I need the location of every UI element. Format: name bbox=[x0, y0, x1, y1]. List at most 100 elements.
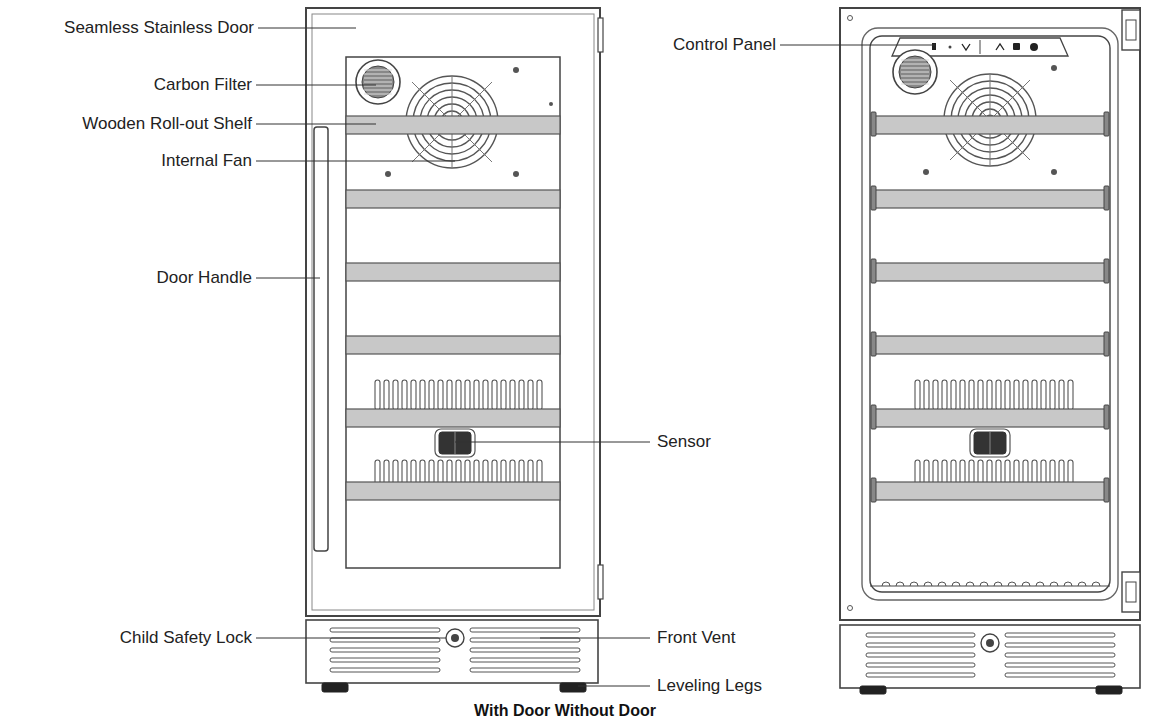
vent-slat bbox=[1005, 663, 1115, 667]
drain-bump bbox=[966, 582, 974, 586]
figure-caption: With Door Without Door bbox=[474, 700, 656, 722]
drain-bump bbox=[1008, 582, 1016, 586]
vent-slat bbox=[330, 668, 440, 672]
grille-bar bbox=[1023, 380, 1028, 410]
grille-bar bbox=[1005, 380, 1010, 410]
filter-mesh-line bbox=[901, 68, 929, 69]
grille-bar bbox=[537, 380, 542, 410]
wooden-shelf bbox=[346, 116, 560, 134]
glass-window bbox=[346, 57, 560, 568]
fan-strut bbox=[950, 80, 990, 120]
part-label: Internal Fan bbox=[161, 150, 252, 172]
filter-mesh-line bbox=[901, 60, 929, 61]
leveling-leg bbox=[560, 683, 586, 692]
wooden-shelf bbox=[875, 482, 1105, 500]
grille-bar bbox=[528, 380, 533, 410]
drain-bump bbox=[1036, 582, 1044, 586]
fridge-with-door bbox=[306, 8, 603, 692]
base-panel bbox=[840, 625, 1140, 688]
part-label: Door Handle bbox=[157, 267, 252, 289]
vent-slat bbox=[330, 648, 440, 652]
door-handle bbox=[314, 127, 328, 551]
screw bbox=[848, 606, 853, 611]
grille-bar bbox=[384, 380, 389, 410]
wooden-shelf bbox=[875, 116, 1105, 134]
shelf-rail bbox=[871, 259, 876, 283]
drain-bump bbox=[896, 582, 904, 586]
grille-bar bbox=[996, 380, 1001, 410]
shelf-rail bbox=[1104, 112, 1109, 136]
filter-mesh-line bbox=[364, 82, 392, 83]
wooden-shelf bbox=[346, 409, 560, 427]
grille-bar bbox=[951, 380, 956, 410]
filter-mesh-line bbox=[901, 84, 929, 85]
grille-bar bbox=[465, 380, 470, 410]
drain-bump bbox=[1078, 582, 1086, 586]
part-label: Sensor bbox=[657, 431, 711, 453]
vent-slat bbox=[866, 663, 975, 667]
vent-slat bbox=[866, 673, 975, 677]
grille-bar bbox=[987, 380, 992, 410]
grille-bar bbox=[501, 380, 506, 410]
cabinet-interior bbox=[870, 36, 1110, 592]
leader-line bbox=[780, 45, 935, 46]
drain-bump bbox=[938, 582, 946, 586]
drain-bump bbox=[924, 582, 932, 586]
shelf-rail bbox=[871, 478, 876, 502]
grille-bar bbox=[978, 380, 983, 410]
shelf-rail bbox=[1104, 405, 1109, 429]
vent-slat bbox=[470, 638, 580, 642]
drain-bump bbox=[882, 582, 890, 586]
grille-bar bbox=[510, 380, 515, 410]
grille-bar bbox=[915, 380, 920, 410]
cabinet-inner-edge bbox=[862, 28, 1118, 600]
shelf-rail bbox=[1104, 478, 1109, 502]
grille-bar bbox=[411, 380, 416, 410]
leader-line bbox=[258, 28, 356, 29]
vent-slat bbox=[1005, 673, 1115, 677]
filter-mesh-line bbox=[901, 64, 929, 65]
vent-slat bbox=[1005, 653, 1115, 657]
sensor bbox=[439, 432, 471, 454]
shelf-rail bbox=[871, 332, 876, 356]
drain-bump bbox=[1092, 582, 1100, 586]
grille-bar bbox=[483, 380, 488, 410]
hinge bbox=[598, 565, 603, 599]
hinge bbox=[1122, 10, 1140, 50]
grille-bar bbox=[924, 380, 929, 410]
panel-icon bbox=[996, 44, 1004, 50]
vent-slat bbox=[470, 648, 580, 652]
leveling-leg bbox=[322, 683, 348, 692]
door-inner-edge bbox=[312, 14, 594, 610]
wooden-shelf bbox=[875, 409, 1105, 427]
grille-bar bbox=[960, 380, 965, 410]
grille-bar bbox=[1059, 380, 1064, 410]
grille-bar bbox=[402, 380, 407, 410]
grille-bar bbox=[1050, 380, 1055, 410]
grille-bar bbox=[1041, 380, 1046, 410]
grille-bar bbox=[393, 380, 398, 410]
wooden-shelf bbox=[875, 336, 1105, 354]
leader-line bbox=[256, 124, 376, 125]
vent-slat bbox=[470, 658, 580, 662]
shelf-rail bbox=[1104, 186, 1109, 210]
shelf-rail bbox=[871, 112, 876, 136]
filter-mesh-line bbox=[364, 74, 392, 75]
hinge-plate bbox=[1126, 582, 1136, 602]
filter-mesh bbox=[899, 56, 931, 88]
drain-bump bbox=[952, 582, 960, 586]
part-label: Leveling Legs bbox=[657, 675, 762, 697]
part-label: Wooden Roll-out Shelf bbox=[82, 113, 252, 135]
lock-core bbox=[986, 639, 994, 647]
wooden-shelf bbox=[346, 190, 560, 208]
wooden-shelf bbox=[875, 263, 1105, 281]
panel-icon bbox=[962, 44, 970, 50]
grille-bar bbox=[492, 380, 497, 410]
grille-bar bbox=[1068, 380, 1073, 410]
filter-mesh-line bbox=[364, 94, 392, 95]
fan-screw bbox=[513, 67, 519, 73]
leader-line bbox=[578, 686, 650, 687]
leveling-leg bbox=[1096, 686, 1122, 694]
filter-mesh bbox=[362, 66, 394, 98]
cabinet-frame bbox=[840, 8, 1140, 620]
